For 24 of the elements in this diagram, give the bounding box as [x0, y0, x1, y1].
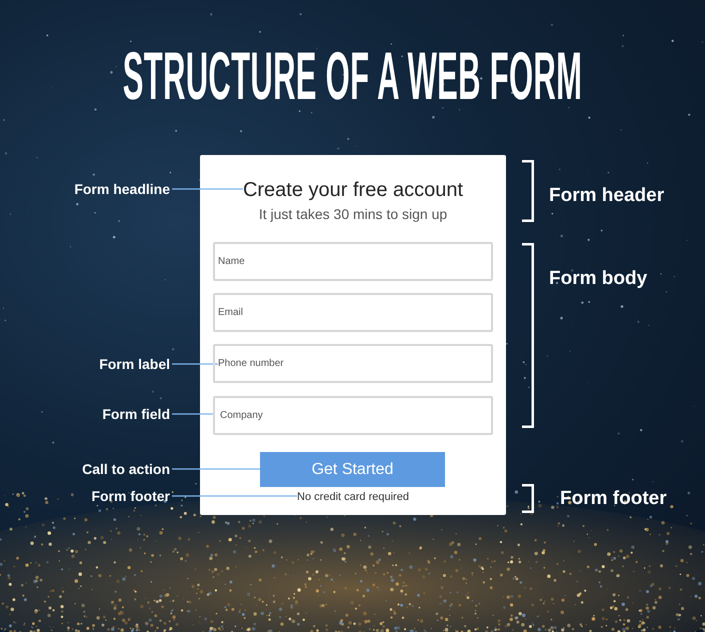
callout-label: Form label [99, 355, 170, 373]
form-headline: Create your free account [242, 177, 464, 203]
callout-label: Form field [102, 405, 170, 423]
title: STRUCTURE OF A WEB FORM [122, 42, 582, 110]
leader-line [172, 495, 298, 497]
field-label: Phone number [218, 357, 284, 370]
input-field: Company [213, 396, 493, 435]
footer-note: No credit card required [297, 490, 409, 504]
cta-button: Get Started [260, 452, 445, 487]
callout-label: Call to action [82, 460, 170, 478]
section-label: Form header [549, 185, 664, 207]
leader-line [172, 468, 260, 470]
input-field [213, 344, 493, 383]
callout-label: Form footer [91, 487, 170, 505]
section-label: Form body [549, 268, 648, 290]
form-card [200, 155, 506, 515]
form-subtitle: It just takes 30 mins to sign up [258, 205, 448, 223]
leader-line [172, 413, 213, 415]
callout-label: Form headline [74, 180, 170, 198]
leader-line [172, 188, 243, 190]
section-label: Form footer [560, 488, 667, 510]
leader-line [172, 363, 218, 365]
input-field: Name [213, 242, 493, 281]
input-field: Email [213, 293, 493, 332]
